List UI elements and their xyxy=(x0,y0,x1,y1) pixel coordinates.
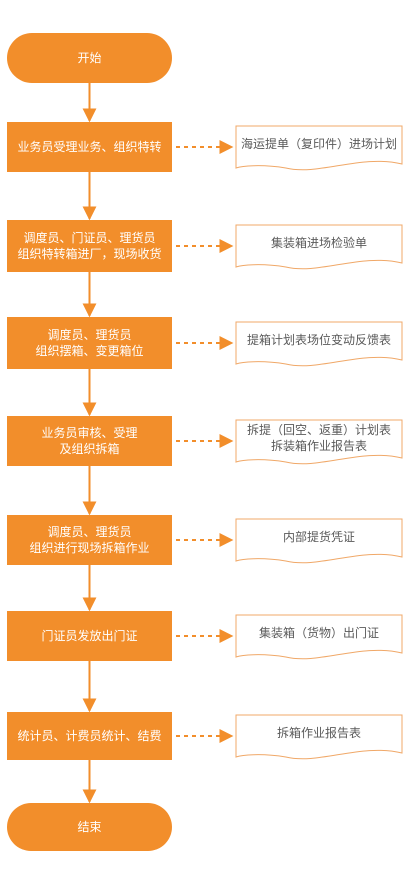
document-label: 提箱计划表场位变动反馈表 xyxy=(247,332,391,347)
document-label: 海运提单（复印件）进场计划 xyxy=(241,136,397,151)
document-label: 内部提货凭证 xyxy=(283,529,355,544)
document-shape xyxy=(235,419,403,465)
document-shape xyxy=(235,518,403,564)
process-label: 门证员发放出门证 xyxy=(41,628,137,643)
document-label: 拆提（回空、返重）计划表 xyxy=(247,422,391,437)
document-label: 集装箱进场检验单 xyxy=(271,235,367,250)
document-shape xyxy=(235,125,403,171)
process-label: 调度员、理货员 xyxy=(47,524,131,539)
step-1: 业务员受理业务、组织特转 海运提单（复印件）进场计划 xyxy=(7,122,403,172)
document-label: 集装箱（货物）出门证 xyxy=(259,625,379,640)
end-label: 结束 xyxy=(77,820,101,834)
process-label: 业务员审核、受理 xyxy=(41,425,137,440)
process-label: 调度员、门证员、理货员 xyxy=(23,230,155,245)
process-label: 统计员、计费员统计、结费 xyxy=(17,729,161,743)
process-box xyxy=(7,122,172,172)
process-label: 组织摆箱、变更箱位 xyxy=(35,343,143,358)
start-node: 开始 xyxy=(7,33,172,83)
process-label: 调度员、理货员 xyxy=(47,327,131,342)
process-label: 及组织拆箱 xyxy=(59,441,119,456)
step-6: 门证员发放出门证 集装箱（货物）出门证 xyxy=(7,611,403,661)
flow-arrows xyxy=(82,83,234,804)
document-shape xyxy=(235,714,403,760)
process-label: 组织特转箱进厂，现场收货 xyxy=(17,246,161,261)
start-label: 开始 xyxy=(77,51,101,65)
process-box xyxy=(7,712,172,760)
document-label: 拆箱作业报告表 xyxy=(277,725,361,740)
step-7: 统计员、计费员统计、结费 拆箱作业报告表 xyxy=(7,712,403,760)
document-shape xyxy=(235,321,403,367)
process-box xyxy=(7,515,172,565)
process-box xyxy=(7,317,172,369)
document-label: 拆装箱作业报告表 xyxy=(271,438,367,453)
process-steps: 业务员受理业务、组织特转 海运提单（复印件）进场计划调度员、门证员、理货员组织特转… xyxy=(7,122,403,760)
process-box xyxy=(7,220,172,272)
document-shape xyxy=(235,614,403,660)
process-box xyxy=(7,611,172,661)
document-shape xyxy=(235,224,403,270)
end-node: 结束 xyxy=(7,803,172,851)
process-box xyxy=(7,416,172,466)
process-label: 业务员受理业务、组织特转 xyxy=(17,139,161,154)
process-label: 组织进行现场拆箱作业 xyxy=(29,540,149,555)
